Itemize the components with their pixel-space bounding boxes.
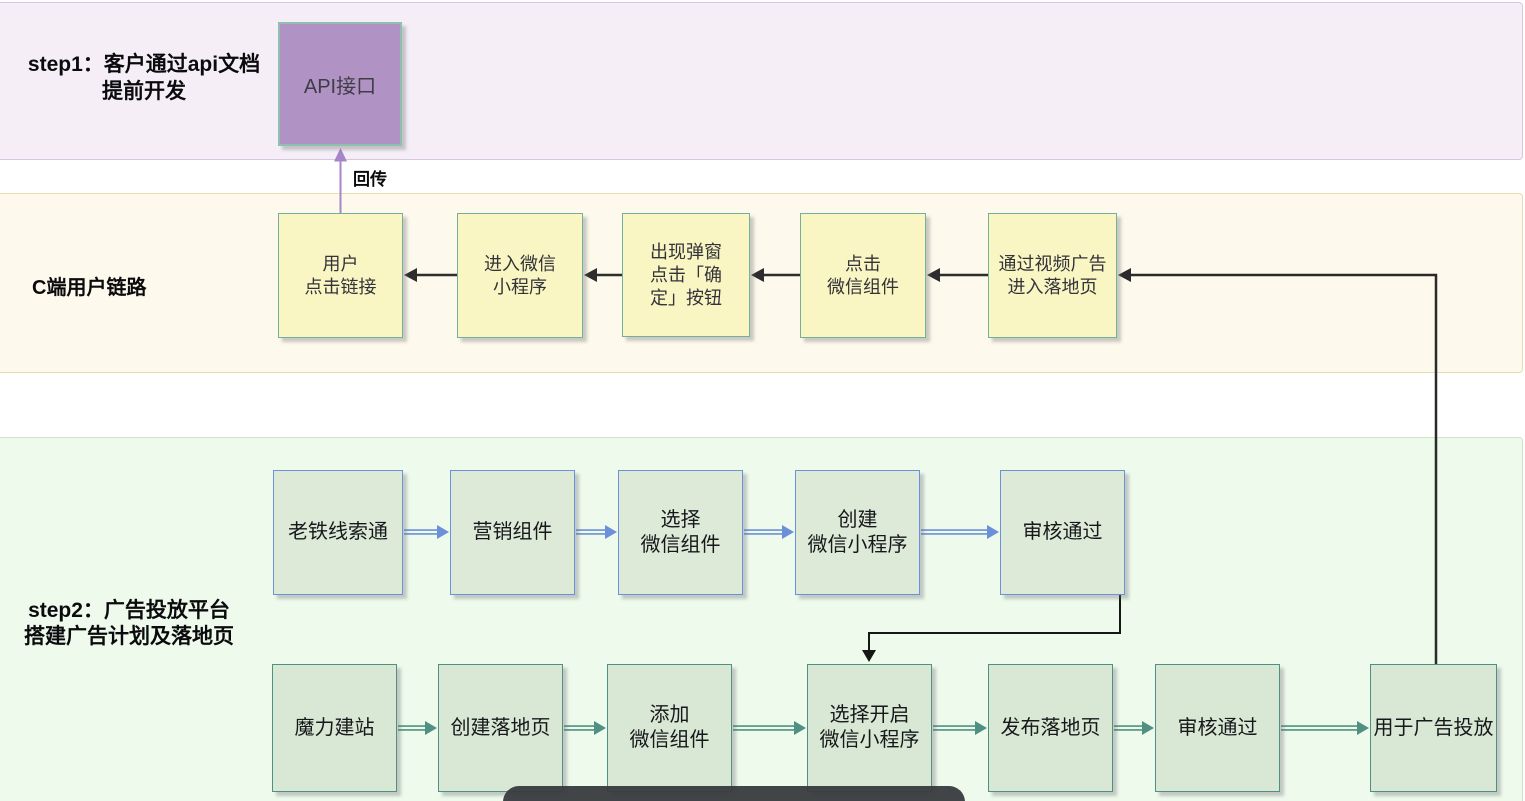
node-add-wechat-component[interactable]: 添加 微信组件: [607, 664, 732, 792]
node-review-passed-row2[interactable]: 审核通过: [1155, 664, 1280, 792]
node-select-enable-miniprogram[interactable]: 选择开启 微信小程序: [807, 664, 932, 792]
node-review-passed-row1[interactable]: 审核通过: [1000, 470, 1125, 595]
bottom-dock-bar: [503, 786, 965, 801]
step1-label: step1：客户通过api文档 提前开发: [27, 53, 261, 103]
node-marketing-component[interactable]: 营销组件: [450, 470, 575, 595]
node-create-landing-page[interactable]: 创建落地页: [438, 664, 563, 792]
c-user-label: C端用户链路: [32, 277, 147, 299]
lane-c-user: [0, 193, 1523, 373]
node-popup-confirm[interactable]: 出现弹窗 点击「确 定」按钮: [622, 213, 750, 337]
node-publish-landing-page[interactable]: 发布落地页: [988, 664, 1113, 792]
node-video-ad-landing[interactable]: 通过视频广告 进入落地页: [988, 213, 1117, 338]
node-api-interface[interactable]: API接口: [278, 22, 402, 146]
node-magic-site-builder[interactable]: 魔力建站: [272, 664, 397, 792]
node-ad-delivery[interactable]: 用于广告投放: [1370, 664, 1497, 792]
lane-step1: [0, 2, 1523, 160]
node-user-click-link[interactable]: 用户 点击链接: [278, 213, 403, 338]
node-click-wechat-component[interactable]: 点击 微信组件: [800, 213, 926, 338]
callback-label: 回传: [353, 170, 387, 189]
node-create-miniprogram[interactable]: 创建 微信小程序: [795, 470, 920, 595]
node-laotie-leads[interactable]: 老铁线索通: [273, 470, 403, 595]
step2-label: step2：广告投放平台 搭建广告计划及落地页: [24, 599, 234, 648]
node-select-wechat-component[interactable]: 选择 微信组件: [618, 470, 743, 595]
node-enter-miniprogram[interactable]: 进入微信 小程序: [457, 213, 583, 338]
